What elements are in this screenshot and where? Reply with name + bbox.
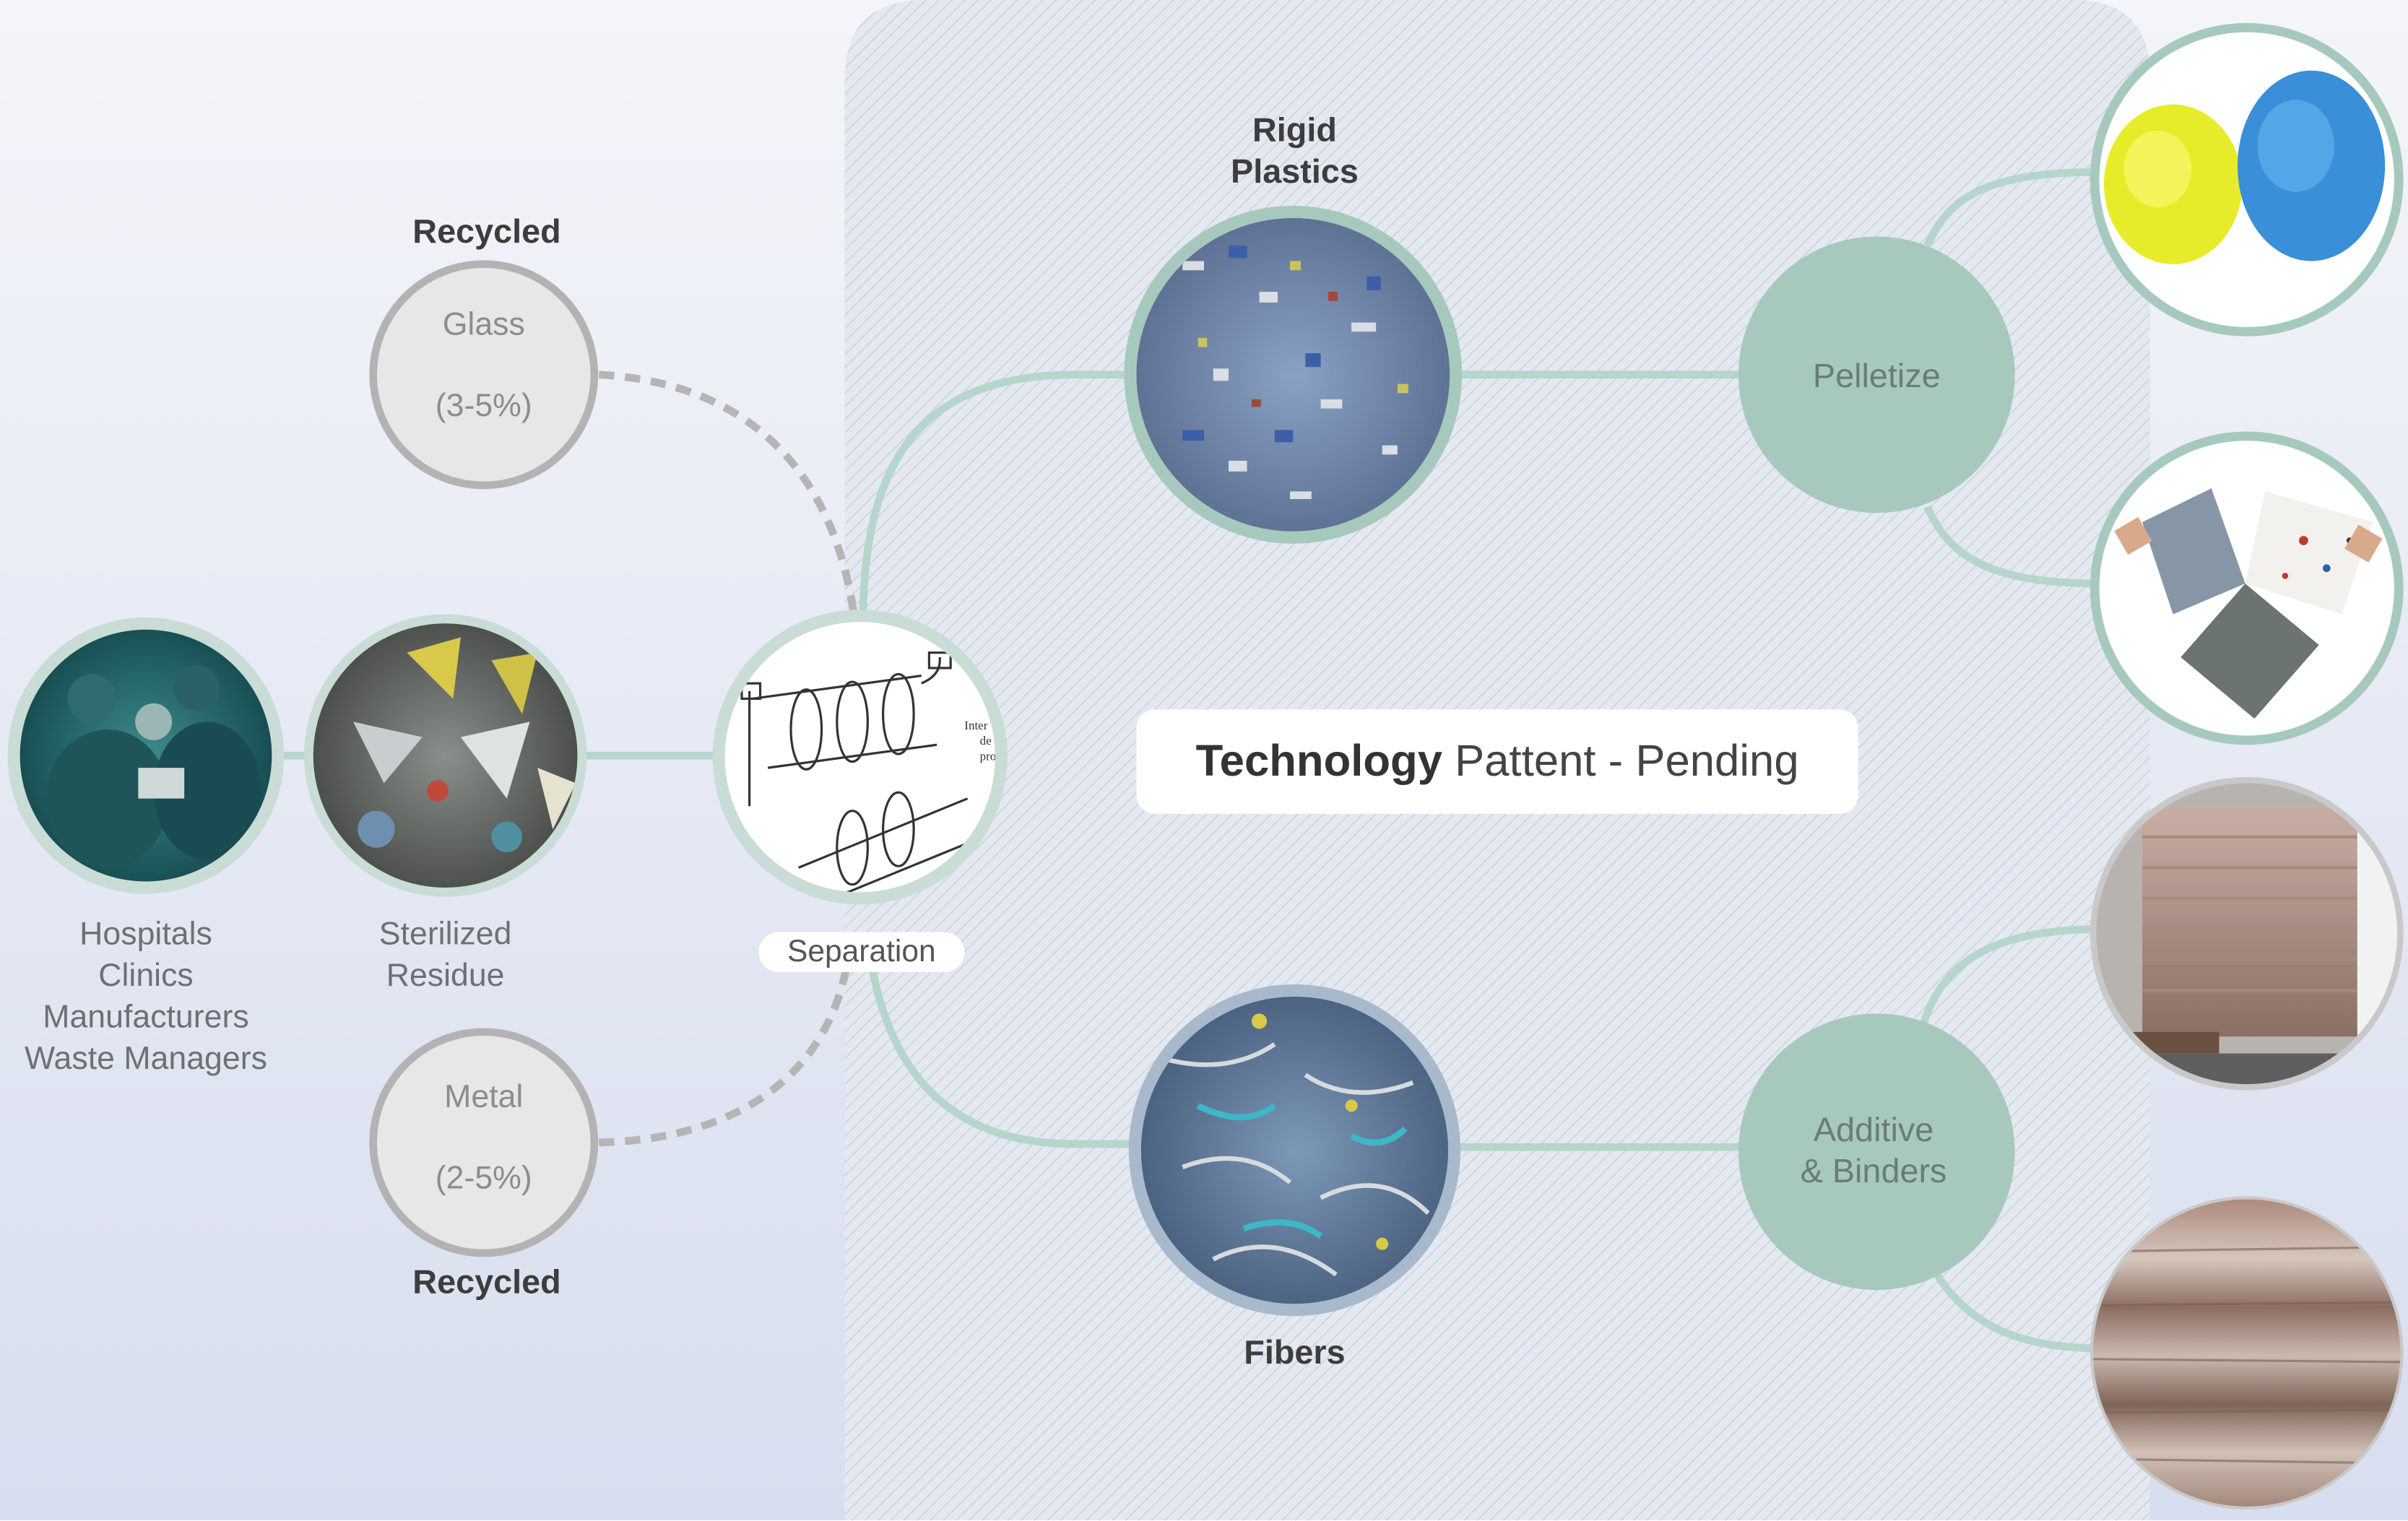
sterilized-residue-photo (313, 623, 578, 888)
shredded-rigid-plastic-photo (1136, 217, 1450, 532)
pelletize-node (1738, 236, 2015, 514)
separation-label: Separation (758, 932, 965, 972)
glass-circle (369, 260, 599, 490)
recycled-bottom-label: Recycled (412, 1262, 561, 1301)
source-hospitals: Hospitals (79, 916, 212, 953)
plastics-label: Plastics (1231, 152, 1359, 191)
rigid-label: Rigid (1252, 110, 1337, 150)
residue-label: Residue (386, 958, 505, 994)
sterilized-label: Sterilized (378, 916, 512, 953)
technology-bold: Technology (1195, 737, 1443, 786)
glass-percent: (3-5%) (435, 388, 532, 424)
additive-node (1738, 1013, 2015, 1291)
board-layers-photo (2093, 1199, 2401, 1507)
recycled-top-label: Recycled (412, 212, 561, 251)
metal-percent: (2-5%) (435, 1161, 532, 1197)
svg-text:pro: pro (980, 750, 997, 763)
source-clinics: Clinics (98, 958, 194, 994)
fibers-label: Fibers (1244, 1332, 1346, 1372)
glass-label: Glass (442, 307, 525, 343)
separator-sketch: Inter de pro (740, 651, 997, 893)
metal-label: Metal (444, 1079, 524, 1115)
svg-text:de: de (980, 734, 992, 748)
metal-circle (369, 1028, 599, 1257)
plastic-pellets-photo (2104, 70, 2386, 264)
source-manufacturers: Manufacturers (43, 1000, 249, 1036)
pelletize-label: Pelletize (1812, 356, 1941, 395)
technology-banner: Technology Pattent - Pending (1136, 709, 1858, 814)
technology-status: Pattent - Pending (1442, 737, 1799, 786)
binders-label: & Binders (1800, 1151, 1947, 1190)
composite-tiles-photo (2114, 488, 2383, 719)
additive-label: Additive (1813, 1110, 1934, 1149)
source-waste-managers: Waste Managers (25, 1041, 267, 1077)
shredded-fibers-photo (1140, 996, 1449, 1304)
svg-text:Inter: Inter (964, 719, 987, 732)
surgeons-photo (20, 629, 272, 882)
